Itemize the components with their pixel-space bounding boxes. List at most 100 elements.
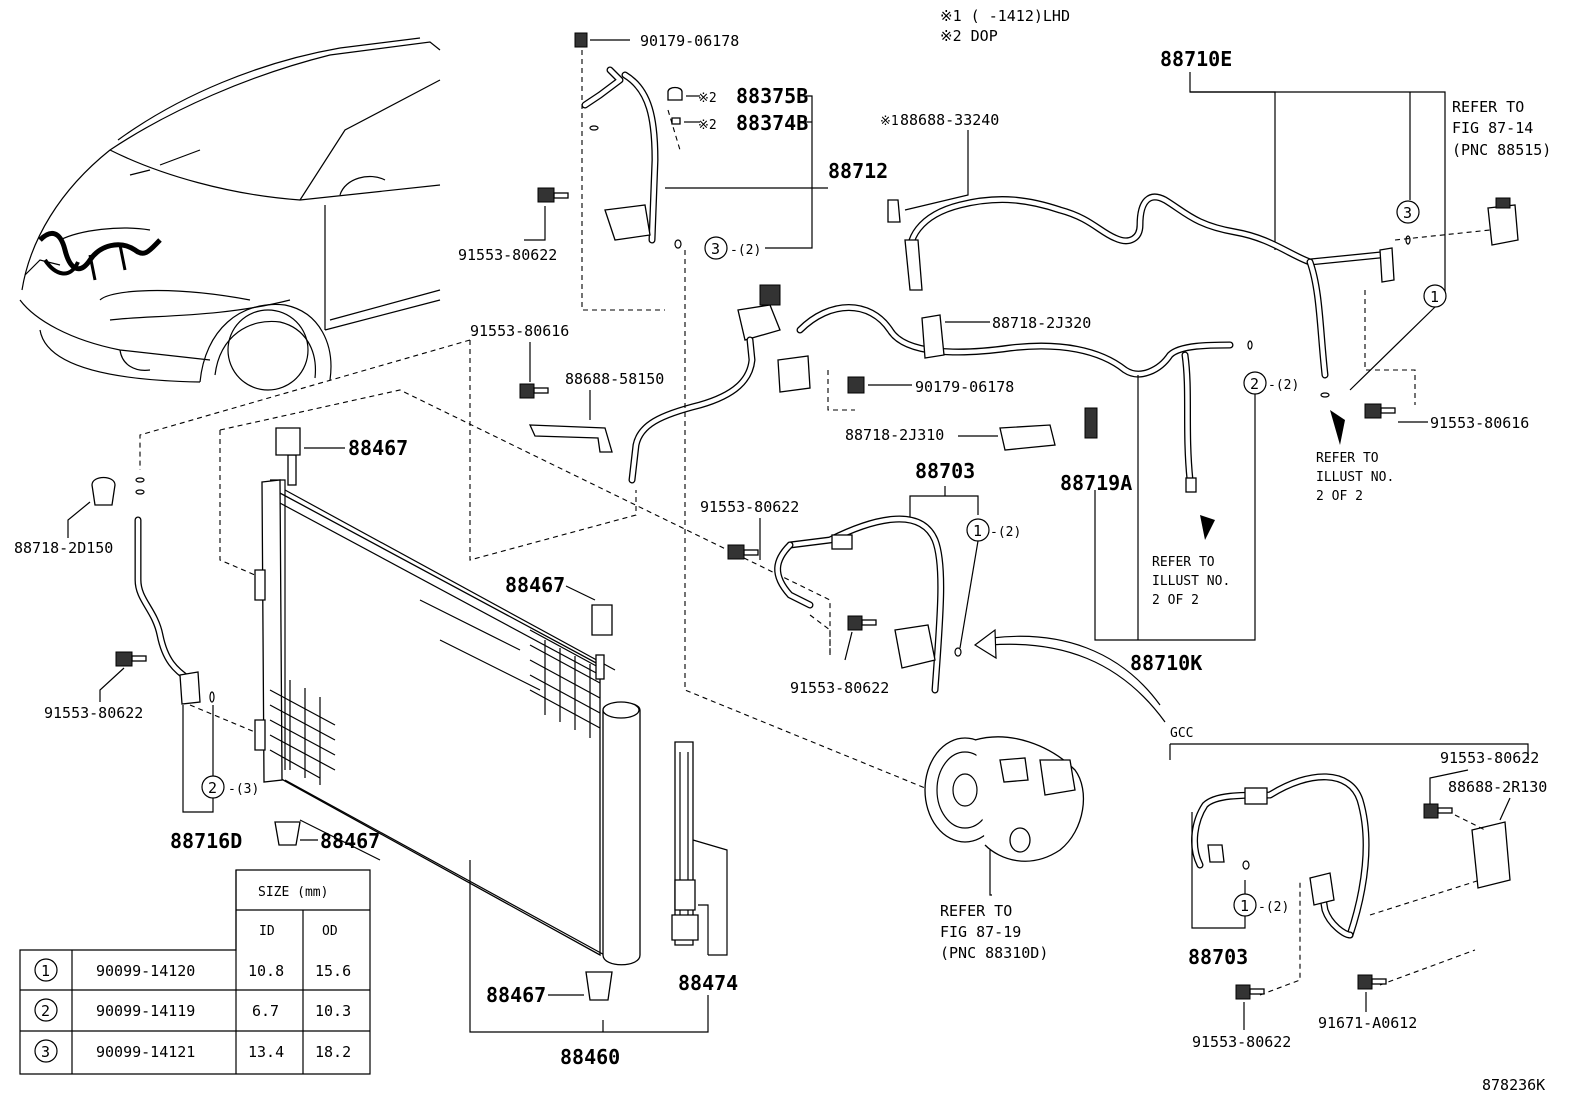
bolt-icon (1423, 803, 1453, 819)
table-header-size: SIZE (mm) (258, 885, 328, 900)
label-88712: 88712 (828, 159, 888, 183)
arrow-icon-mid (1200, 515, 1215, 540)
label-91553-80616-b: 91553-80616 (1430, 414, 1529, 432)
label-88718-2J310: 88718-2J310 (845, 426, 944, 444)
receiver-tank (602, 701, 641, 966)
note-lhd: ※1 ( -1412)LHD (940, 7, 1070, 25)
hose-bracket (604, 204, 651, 241)
label-88710E: 88710E (1160, 47, 1232, 71)
ref-illust-m-l2: ILLUST NO. (1152, 574, 1230, 589)
label-90179-06178-mid: 90179-06178 (915, 378, 1014, 396)
label-88467-a: 88467 (348, 436, 408, 460)
compressor: REFER TO FIG 87-19 (PNC 88310D) (924, 736, 1085, 962)
label-90179-06178-top: 90179-06178 (640, 32, 739, 50)
ref-87-19-l3: (PNC 88310D) (940, 944, 1048, 962)
note-dop: ※2 DOP (940, 27, 998, 45)
label-91553-80622-b: 91553-80622 (44, 704, 143, 722)
qty-1-gcc: -(2) (1258, 900, 1289, 915)
bolt-icon (519, 383, 549, 399)
label-88716D: 88716D (170, 829, 242, 853)
gcc-bracket (1471, 821, 1511, 889)
bolt-icon (115, 651, 147, 667)
oring-callout-3b (1396, 200, 1420, 224)
mark-88374B: ※2 (698, 118, 717, 133)
label-91553-80622-c: 91553-80622 (700, 498, 799, 516)
valve-block (737, 304, 781, 341)
liquid-line-88716D-group: 88718-2D150 91553-80622 2 -(3) 88716D (14, 339, 471, 853)
svg-text:3: 3 (711, 240, 720, 258)
table-header-od: OD (322, 924, 338, 939)
table-row-3-od: 18.2 (315, 1043, 351, 1061)
table-header-id: ID (259, 924, 275, 939)
arrow-icon (1330, 410, 1345, 445)
label-88474: 88474 (678, 971, 738, 995)
label-88703-gcc: 88703 (1188, 945, 1248, 969)
hose-88710K-group: 2 -(2) 88710K REFER TO ILLUST NO. 2 OF 2… (628, 284, 1299, 675)
table-row: 3 90099-14121 13.4 18.2 (34, 1039, 351, 1063)
label-91553-80622-e: 91553-80622 (1440, 749, 1539, 767)
ref-87-19-l2: FIG 87-19 (940, 923, 1021, 941)
label-88374B: 88374B (736, 111, 808, 135)
cushion-icon (275, 427, 301, 456)
clip-icon (887, 199, 901, 223)
ref-illust-m-l1: REFER TO (1152, 555, 1215, 570)
cushion-icon (591, 604, 613, 636)
label-88710K: 88710K (1130, 651, 1202, 675)
table-row-1-part: 90099-14120 (96, 962, 195, 980)
qty-2-left: -(3) (228, 782, 259, 797)
ref-illust-r-l1: REFER TO (1316, 451, 1379, 466)
ref-87-14-l3: (PNC 88515) (1452, 141, 1551, 159)
mark-88688-33240: ※1 (880, 114, 899, 129)
flange-icon (1379, 247, 1395, 283)
ref-illust-r-l3: 2 OF 2 (1316, 489, 1363, 504)
qty-2-right: -(2) (1268, 378, 1299, 393)
nut-icon (574, 32, 588, 48)
label-91671-A0612: 91671-A0612 (1318, 1014, 1417, 1032)
label-88718-2J320: 88718-2J320 (992, 314, 1091, 332)
table-row-2-part: 90099-14119 (96, 1002, 195, 1020)
cap-88375B-icon (667, 86, 683, 101)
oring-callout-3 (704, 236, 728, 260)
svg-text:1: 1 (1240, 897, 1249, 915)
qty-3: -(2) (730, 243, 761, 258)
table-row-2-mark: 2 (41, 1002, 50, 1020)
svg-text:1: 1 (1430, 288, 1439, 306)
bracket (528, 424, 613, 453)
bracket-group: 91553-80616 88688-58150 (469, 322, 664, 561)
table-row: 2 90099-14119 6.7 10.3 (34, 998, 351, 1022)
label-88467-c: 88467 (320, 829, 380, 853)
table-row-3-mark: 3 (41, 1043, 50, 1061)
table-row-1-od: 15.6 (315, 962, 351, 980)
table-row-2-id: 6.7 (252, 1002, 279, 1020)
label-88375B: 88375B (736, 84, 808, 108)
plug-icon (674, 879, 696, 911)
label-gcc: GCC (1170, 726, 1193, 741)
qty-1-mid: -(2) (990, 525, 1021, 540)
label-88460: 88460 (560, 1045, 620, 1069)
svg-text:2: 2 (208, 779, 217, 797)
pipe-fitting (904, 239, 923, 291)
ref-illust-r-l2: ILLUST NO. (1316, 470, 1394, 485)
gcc-group: GCC 91553-80622 88688-2R130 1 -(2) 88703 (1169, 726, 1547, 1051)
cap-88718-2D150-icon (91, 476, 116, 506)
table-row-1-mark: 1 (41, 962, 50, 980)
pressure-switch-icon (1487, 204, 1519, 246)
label-88688-33240: 88688-33240 (900, 111, 999, 129)
notes: ※1 ( -1412)LHD ※2 DOP (940, 7, 1070, 45)
svg-text:1: 1 (973, 522, 982, 540)
table-row: 1 90099-14120 10.8 15.6 (34, 958, 351, 982)
vehicle-outline (19, 37, 441, 391)
label-91553-80622-f: 91553-80622 (1192, 1033, 1291, 1051)
ref-87-14-l2: FIG 87-14 (1452, 119, 1533, 137)
ref-87-19-l1: REFER TO (940, 902, 1012, 920)
oring-size-table: SIZE (mm) ID OD 1 90099-14120 10.8 15.6 … (19, 869, 371, 1075)
label-88688-2R130: 88688-2R130 (1448, 778, 1547, 796)
cushion-icon (274, 821, 301, 846)
hose-88710E-group: 88710E ※1 88688-33240 3 1 REFER TO FIG 8… (880, 47, 1551, 504)
label-88467-d: 88467 (486, 983, 546, 1007)
hose-88712-group: 90179-06178 ※2 88375B ※2 88374B 88712 3 … (458, 32, 888, 311)
table-row-1-id: 10.8 (248, 962, 284, 980)
label-88688-58150: 88688-58150 (565, 370, 664, 388)
drawing-id: 878236K (1482, 1076, 1545, 1094)
